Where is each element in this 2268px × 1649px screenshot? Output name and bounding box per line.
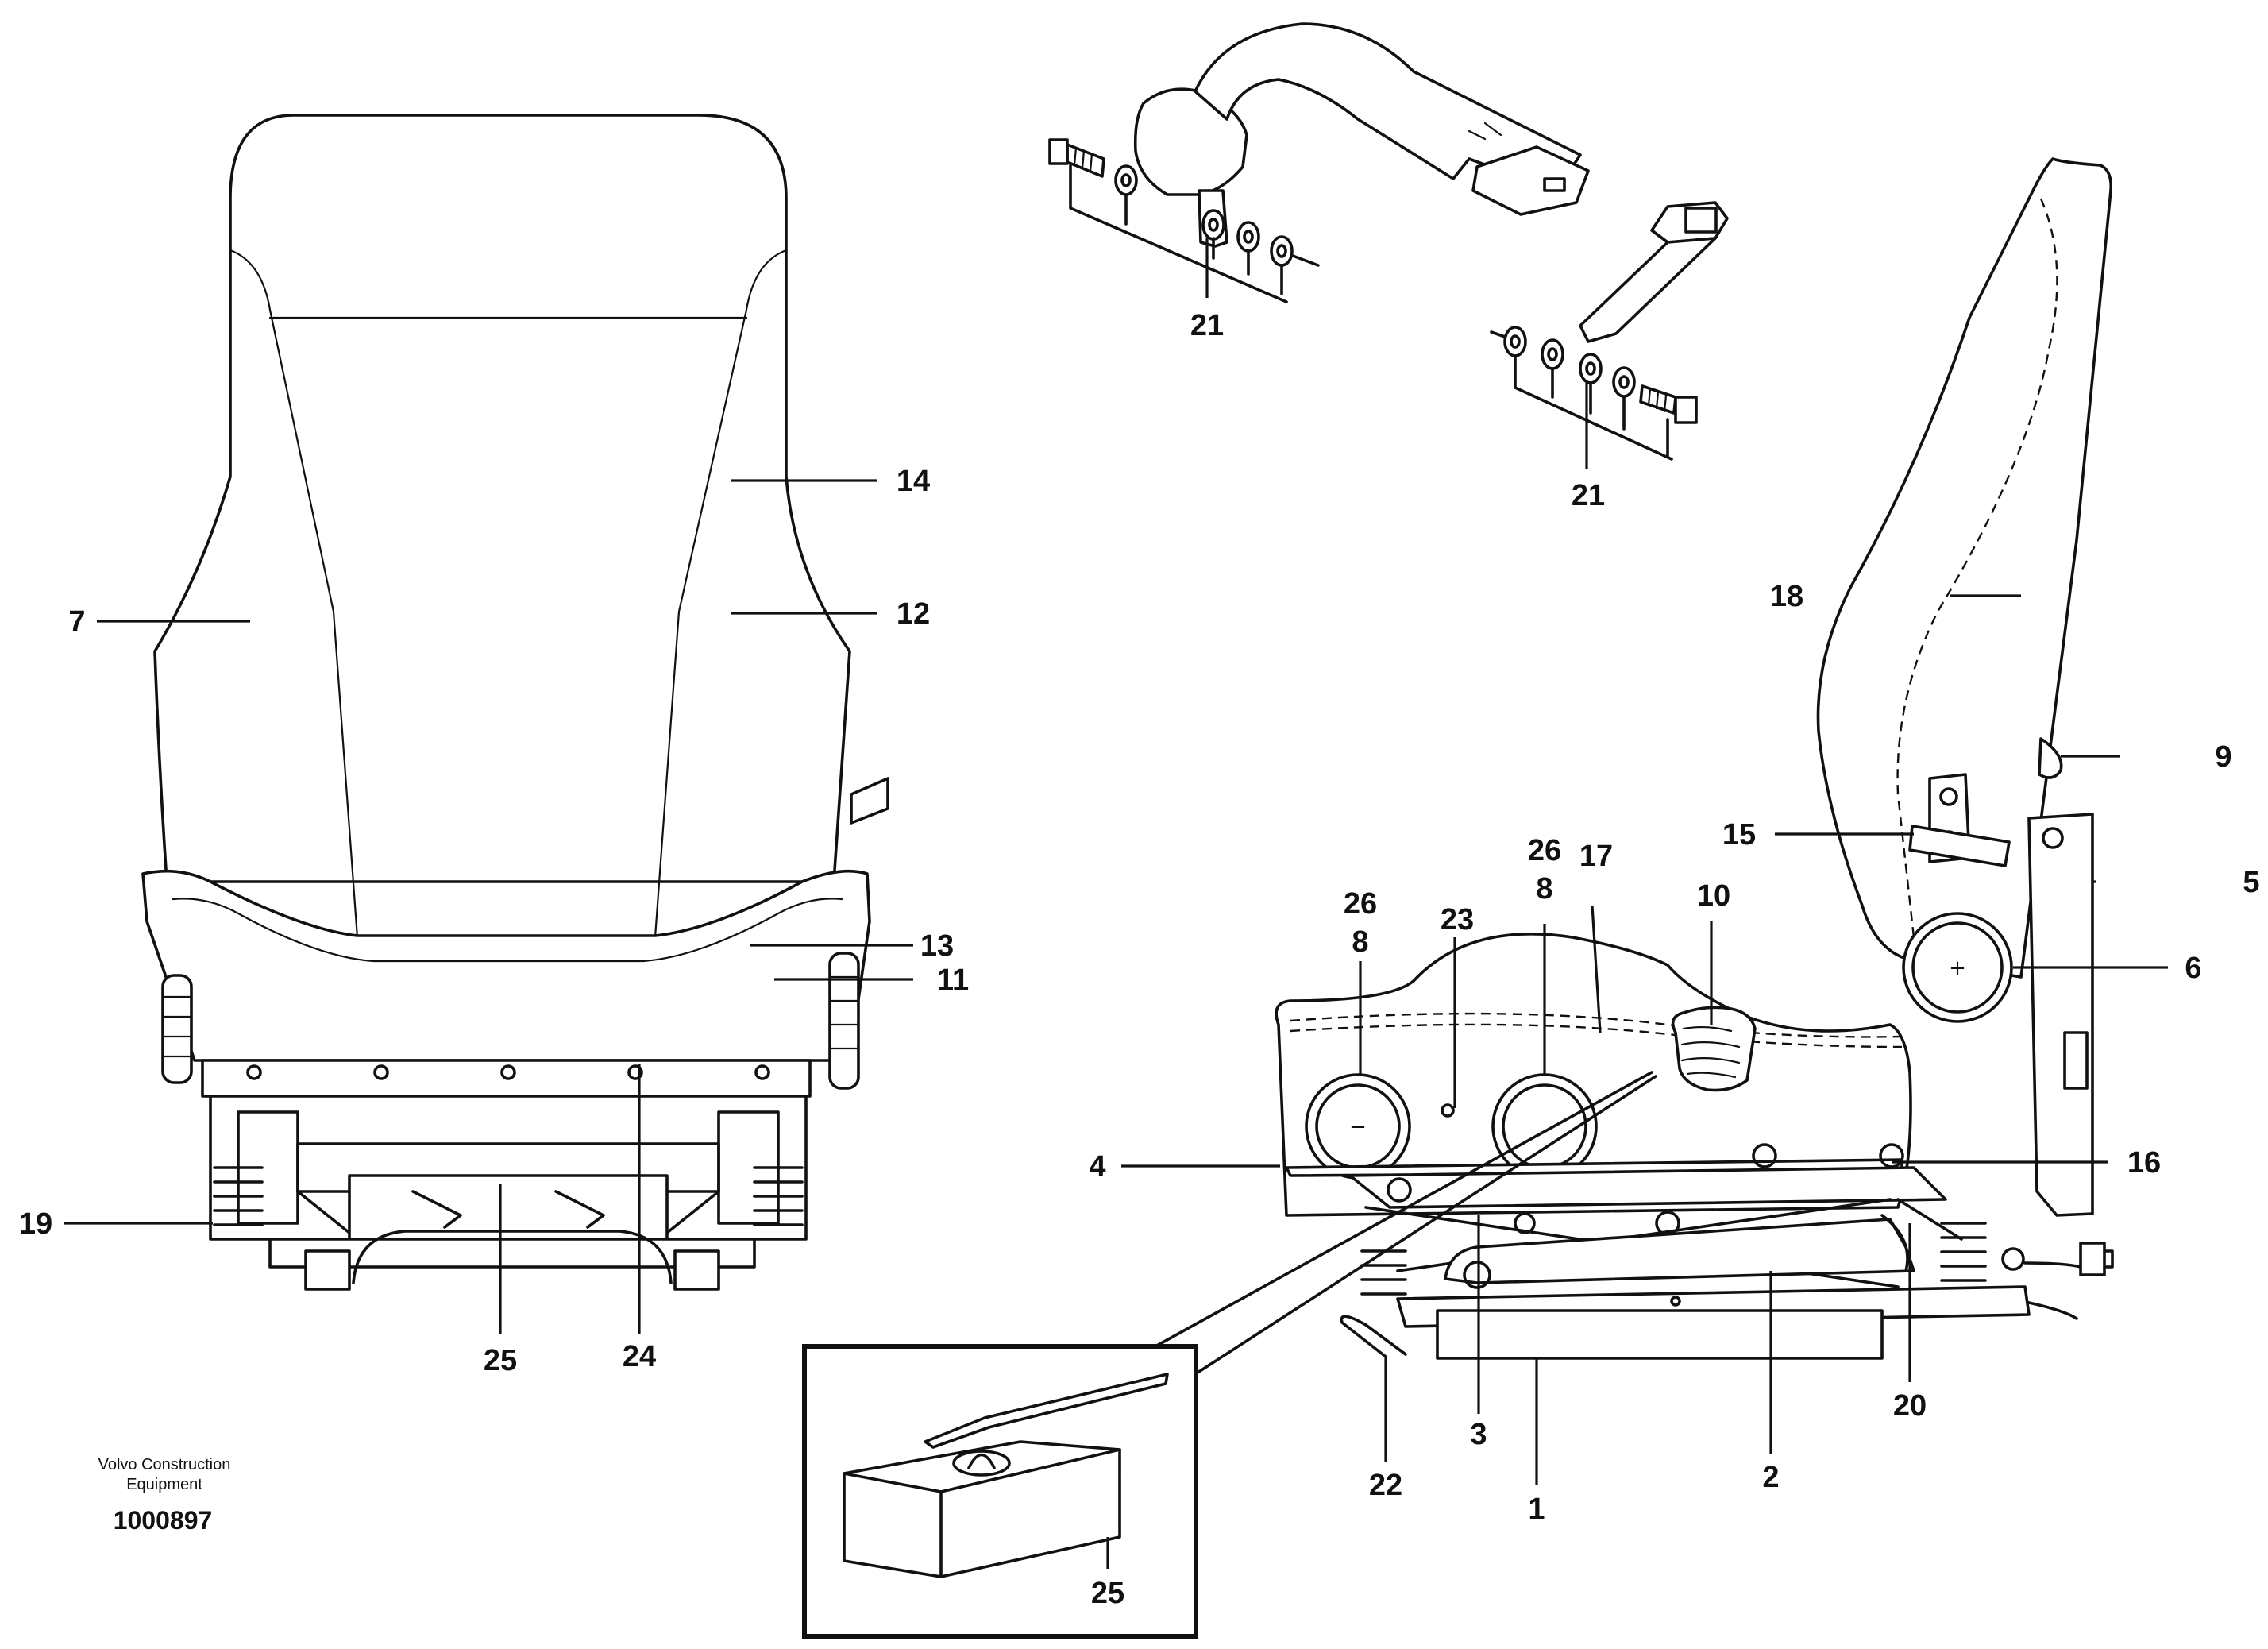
callout-23: 23: [1441, 903, 1474, 936]
drawing-number: 1000897: [114, 1506, 213, 1535]
publisher-line-2: Equipment: [126, 1476, 202, 1493]
seat-side-view: + −: [1275, 157, 2114, 1360]
recline-knob: [1902, 912, 2013, 1023]
callout-20: 20: [1893, 1389, 1927, 1423]
callout-18: 18: [1770, 580, 1803, 613]
belt-tongue: [1472, 145, 1590, 216]
detail-inset: [802, 1071, 1657, 1639]
anchor-bolt-left: [1048, 138, 1105, 178]
callout-9: 9: [2215, 740, 2231, 774]
side-bellows: [213, 1166, 804, 1226]
left-adjust-wheel: [161, 974, 193, 1084]
rear-bracket: [2027, 813, 2094, 1217]
callout-14: 14: [897, 465, 930, 498]
callout-17: 17: [1580, 840, 1613, 873]
callout-21-right: 21: [1572, 479, 1605, 512]
callout-16: 16: [2127, 1146, 2161, 1180]
seat-front-view: [141, 114, 889, 1291]
callout-labels: 7 14 12 13 11 19 25 24 21 21 18 9 15 5 6…: [19, 309, 2260, 1610]
callout-26-left: 26: [1344, 887, 1377, 921]
slide-lever: [1340, 1315, 1407, 1358]
callout-11: 11: [937, 964, 969, 997]
callout-8-left: 8: [1352, 925, 1368, 959]
callout-24: 24: [623, 1340, 656, 1373]
leader-lines: [64, 479, 2168, 1485]
backrest-side: [1816, 157, 2113, 979]
front-handle: [352, 1230, 673, 1284]
callout-13: 13: [920, 929, 954, 963]
callout-19: 19: [19, 1207, 52, 1241]
belt-strap: [1194, 22, 1582, 192]
callout-3: 3: [1470, 1418, 1487, 1451]
callout-4: 4: [1089, 1150, 1105, 1184]
callout-25-inset: 25: [1091, 1577, 1124, 1610]
callout-6: 6: [2185, 952, 2201, 985]
backrest-cushion: [153, 114, 851, 883]
callout-26-right: 26: [1528, 834, 1561, 867]
callout-12: 12: [897, 597, 930, 631]
knob-plus-symbol: +: [1949, 956, 1966, 980]
callout-10: 10: [1697, 879, 1730, 913]
callout-25-front: 25: [484, 1344, 517, 1377]
right-adjust-wheel: [828, 952, 860, 1090]
knob-minus-symbol: −: [1349, 1115, 1367, 1139]
seat-belt-assembly: [1048, 22, 1729, 469]
callout-15: 15: [1722, 818, 1756, 852]
publisher-line-1: Volvo Construction: [98, 1456, 231, 1473]
callout-21-left: 21: [1190, 309, 1224, 342]
callout-8-right: 8: [1536, 872, 1552, 906]
seat-cushion: [141, 869, 871, 1062]
callout-2: 2: [1762, 1461, 1779, 1494]
callout-7: 7: [68, 605, 85, 639]
callout-1: 1: [1528, 1493, 1545, 1526]
lumbar-bellows: [1671, 1006, 1757, 1092]
callout-22: 22: [1369, 1469, 1402, 1502]
publisher-block: Volvo Construction Equipment 1000897: [98, 1456, 231, 1535]
callout-5: 5: [2243, 866, 2259, 899]
detail-box: [843, 1440, 1121, 1578]
anchor-bolt-right: [1639, 384, 1698, 424]
suspension-box: [348, 1174, 669, 1241]
